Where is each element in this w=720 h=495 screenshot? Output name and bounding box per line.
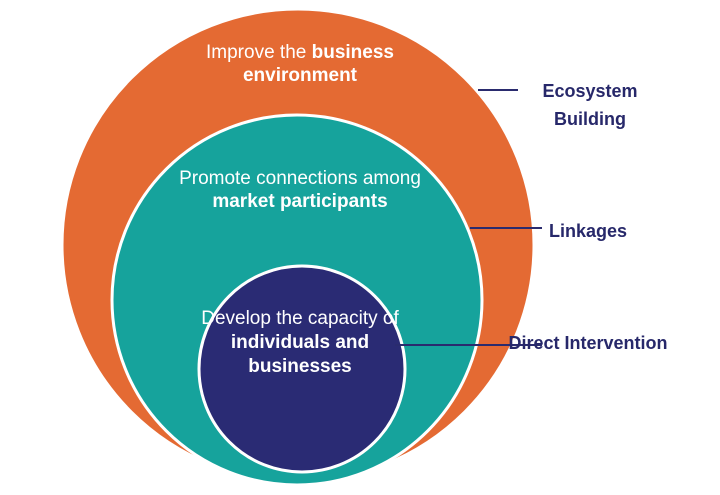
- label-direct-intervention: Direct Intervention: [508, 333, 668, 353]
- inner-text-plain: Develop the capacity of: [201, 308, 399, 329]
- label-linkages: Linkages: [548, 221, 628, 241]
- middle-circle-text: Promote connections among market partici…: [165, 168, 435, 214]
- inner-text-bold: individuals and businesses: [230, 331, 370, 377]
- outer-text-plain: Improve the: [206, 42, 312, 63]
- outer-circle-text: Improve the business environment: [150, 42, 450, 88]
- outer-text-bold: business environment: [242, 42, 394, 86]
- middle-text-bold: market participants: [212, 190, 388, 212]
- inner-circle-text: Develop the capacity of individuals and …: [200, 307, 400, 378]
- middle-text-plain: Promote connections among: [179, 168, 421, 189]
- inner-circle: [197, 264, 407, 474]
- label-ecosystem-building: Ecosystem Building: [542, 81, 638, 129]
